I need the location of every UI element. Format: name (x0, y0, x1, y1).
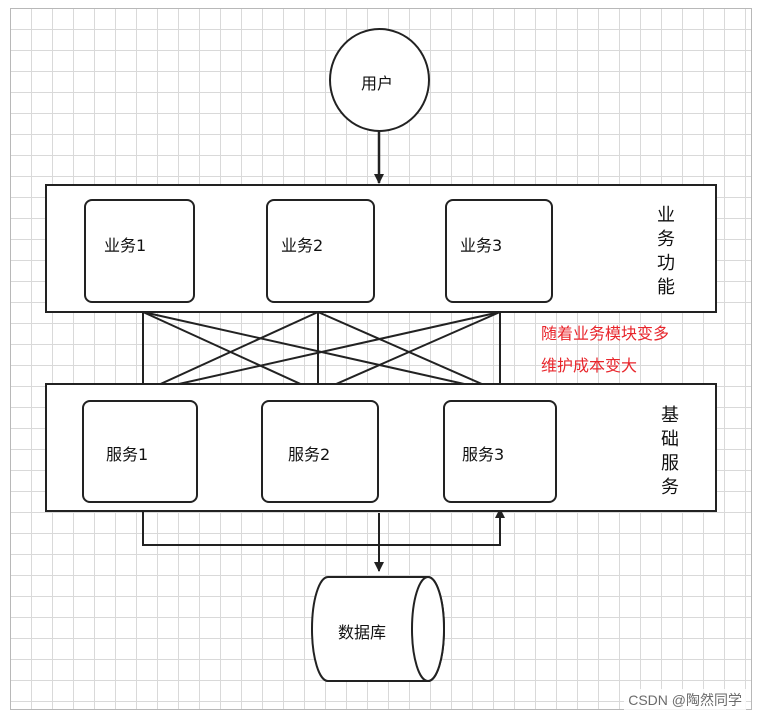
annotation-line-1: 随着业务模块变多 (541, 324, 670, 343)
service-1-label: 服务1 (106, 445, 149, 464)
service-1 (82, 400, 198, 503)
user-label: 用户 (361, 74, 394, 93)
conn-b3-s2 (317, 311, 501, 393)
business-module-1 (84, 199, 195, 303)
business-module-3-label: 业务3 (460, 236, 503, 255)
business-layer-label: 业务功能 (657, 205, 675, 298)
business-service-connectors (138, 311, 505, 395)
business-module-2-label: 业务2 (281, 236, 324, 255)
service-2-label: 服务2 (288, 445, 331, 464)
service-3-label: 服务3 (462, 445, 505, 464)
business-module-2 (266, 199, 375, 303)
service-2 (261, 400, 379, 503)
business-module-3 (445, 199, 553, 303)
database-cylinder (311, 576, 445, 682)
service-layer-label: 基础服务 (661, 405, 679, 498)
annotation-line-2: 维护成本变大 (541, 356, 638, 375)
service-3 (443, 400, 557, 503)
business-module-1-label: 业务1 (104, 236, 147, 255)
conn-b3-s1 (142, 311, 501, 395)
csdn-watermark: CSDN @陶然同学 (624, 689, 746, 711)
database-label: 数据库 (338, 623, 387, 642)
route-s1-bottom (142, 508, 505, 546)
user-node (329, 28, 430, 132)
conn-b2-s1 (142, 311, 319, 393)
